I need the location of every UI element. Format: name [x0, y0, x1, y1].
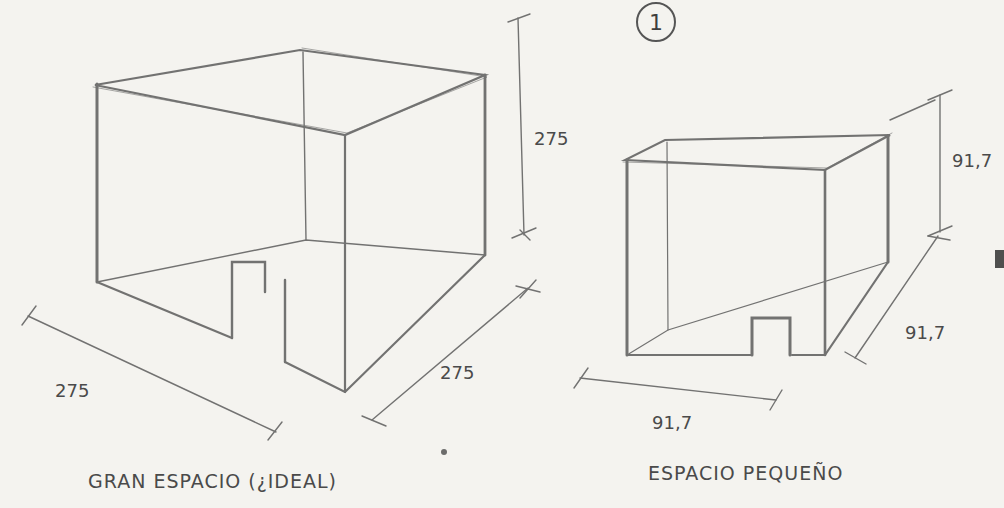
- door: [752, 318, 790, 355]
- edge: [484, 75, 487, 255]
- dimension: 275: [534, 128, 568, 149]
- edge: [626, 160, 629, 355]
- dimension-line: [372, 288, 528, 420]
- edge: [887, 136, 890, 262]
- edge: [667, 142, 668, 330]
- dimension: 91,7: [652, 412, 692, 433]
- floor: [627, 262, 888, 355]
- dimension: 275: [55, 380, 89, 401]
- margin-mark: [995, 250, 1004, 268]
- edge: [96, 84, 99, 282]
- dimension: 91,7: [952, 150, 992, 171]
- circled-number: 1: [636, 2, 676, 42]
- sheet-number: 1: [649, 10, 663, 35]
- floor: [97, 255, 485, 392]
- caption: ESPACIO PEQUEÑO: [648, 462, 843, 484]
- top-face: [625, 135, 890, 170]
- dimension-line: [580, 378, 776, 400]
- dimension: 275: [440, 362, 474, 383]
- floor: [627, 262, 888, 355]
- dimension-line: [939, 95, 940, 232]
- edge: [344, 135, 346, 392]
- dimension-line: [518, 18, 524, 235]
- door: [232, 262, 285, 362]
- edge: [303, 52, 306, 240]
- dimension-line: [28, 316, 276, 432]
- floor: [97, 240, 485, 282]
- dimension: 91,7: [905, 322, 945, 343]
- edge: [824, 170, 827, 355]
- caption: GRAN ESPACIO (¿IDEAL): [88, 470, 337, 492]
